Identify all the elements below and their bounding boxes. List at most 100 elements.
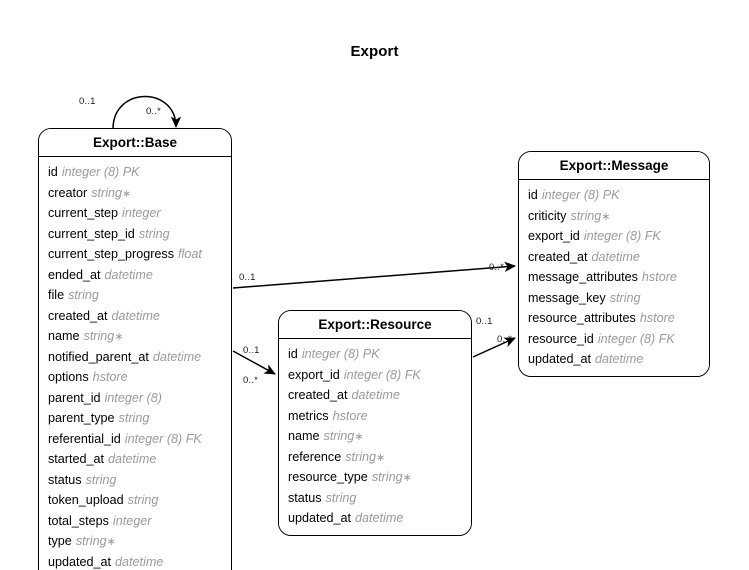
attribute-type: datetime bbox=[351, 388, 400, 402]
cardinality-base-resource-source: 0..1 bbox=[243, 345, 260, 356]
attribute-name: updated_at bbox=[528, 352, 592, 366]
cardinality-base-self-source: 0..1 bbox=[79, 96, 96, 107]
required-star-icon: ∗ bbox=[122, 187, 132, 200]
required-star-icon: ∗ bbox=[106, 536, 116, 548]
attribute-type: string bbox=[325, 490, 357, 505]
attribute-name: created_at bbox=[288, 388, 348, 402]
attribute-name: name bbox=[48, 329, 80, 343]
attribute-type: string bbox=[91, 185, 122, 200]
attribute-type: string bbox=[138, 226, 170, 241]
attribute-name: created_at bbox=[48, 308, 108, 323]
attribute-type: string bbox=[371, 470, 403, 484]
attribute-name: status bbox=[48, 472, 82, 487]
attribute-type: float bbox=[178, 247, 202, 261]
attribute-name: created_at bbox=[528, 249, 588, 264]
attribute-name: status bbox=[288, 490, 322, 505]
attribute-type: integer (8) FK bbox=[343, 367, 421, 382]
attribute-name: reference bbox=[288, 449, 342, 464]
required-star-icon: ∗ bbox=[354, 431, 364, 443]
attribute-type: datetime bbox=[152, 349, 202, 364]
attribute-type: datetime bbox=[595, 352, 644, 366]
attribute-type: integer (8) FK bbox=[597, 331, 675, 346]
attribute-type: string bbox=[570, 208, 602, 223]
attribute-name: type bbox=[48, 534, 72, 548]
attribute-name: resource_type bbox=[288, 470, 368, 484]
attribute-name: criticity bbox=[528, 208, 567, 223]
attribute-name: resource_id bbox=[528, 331, 594, 346]
attribute-name: notified_parent_at bbox=[48, 349, 149, 364]
attribute-type: string bbox=[83, 329, 115, 343]
required-star-icon: ∗ bbox=[402, 472, 412, 484]
attribute-name: export_id bbox=[528, 229, 580, 243]
attribute-name: total_steps bbox=[48, 513, 109, 528]
edge-base-self-parent bbox=[112, 95, 182, 130]
attribute-name: current_step bbox=[48, 206, 119, 220]
attribute-name: resource_attributes bbox=[528, 311, 636, 325]
attribute-type: string bbox=[85, 472, 117, 487]
attribute-type: string bbox=[345, 449, 377, 464]
attribute-name: ended_at bbox=[48, 267, 101, 282]
required-star-icon: ∗ bbox=[601, 210, 611, 223]
entity-title-export-base: Export::Base bbox=[39, 129, 231, 157]
attribute-type: string bbox=[68, 288, 99, 302]
attribute-name: id bbox=[48, 165, 58, 179]
required-star-icon: ∗ bbox=[376, 451, 386, 464]
attribute-type: string bbox=[118, 411, 150, 425]
edge-base-to-message bbox=[232, 261, 516, 289]
attribute-name: name bbox=[288, 429, 320, 443]
attribute-name: parent_type bbox=[48, 411, 115, 425]
cardinality-resource-message-target: 0..* bbox=[497, 334, 513, 345]
required-star-icon: ∗ bbox=[114, 331, 124, 343]
cardinality-base-message-target: 0..* bbox=[489, 262, 505, 273]
attribute-type: hstore bbox=[641, 270, 677, 284]
attribute-type: datetime bbox=[104, 267, 153, 282]
page-title: Export bbox=[350, 43, 399, 60]
attribute-type: integer (8) PK bbox=[61, 165, 140, 179]
cardinality-base-self-target: 0..* bbox=[146, 106, 162, 117]
attribute-name: id bbox=[288, 347, 298, 361]
entity-title-export-resource: Export::Resource bbox=[279, 311, 471, 339]
attribute-type: integer (8) FK bbox=[124, 431, 202, 446]
attribute-type: integer (8) PK bbox=[541, 188, 620, 202]
attribute-name: updated_at bbox=[288, 511, 352, 525]
attribute-name: updated_at bbox=[48, 554, 112, 569]
attribute-type: datetime bbox=[591, 249, 640, 264]
